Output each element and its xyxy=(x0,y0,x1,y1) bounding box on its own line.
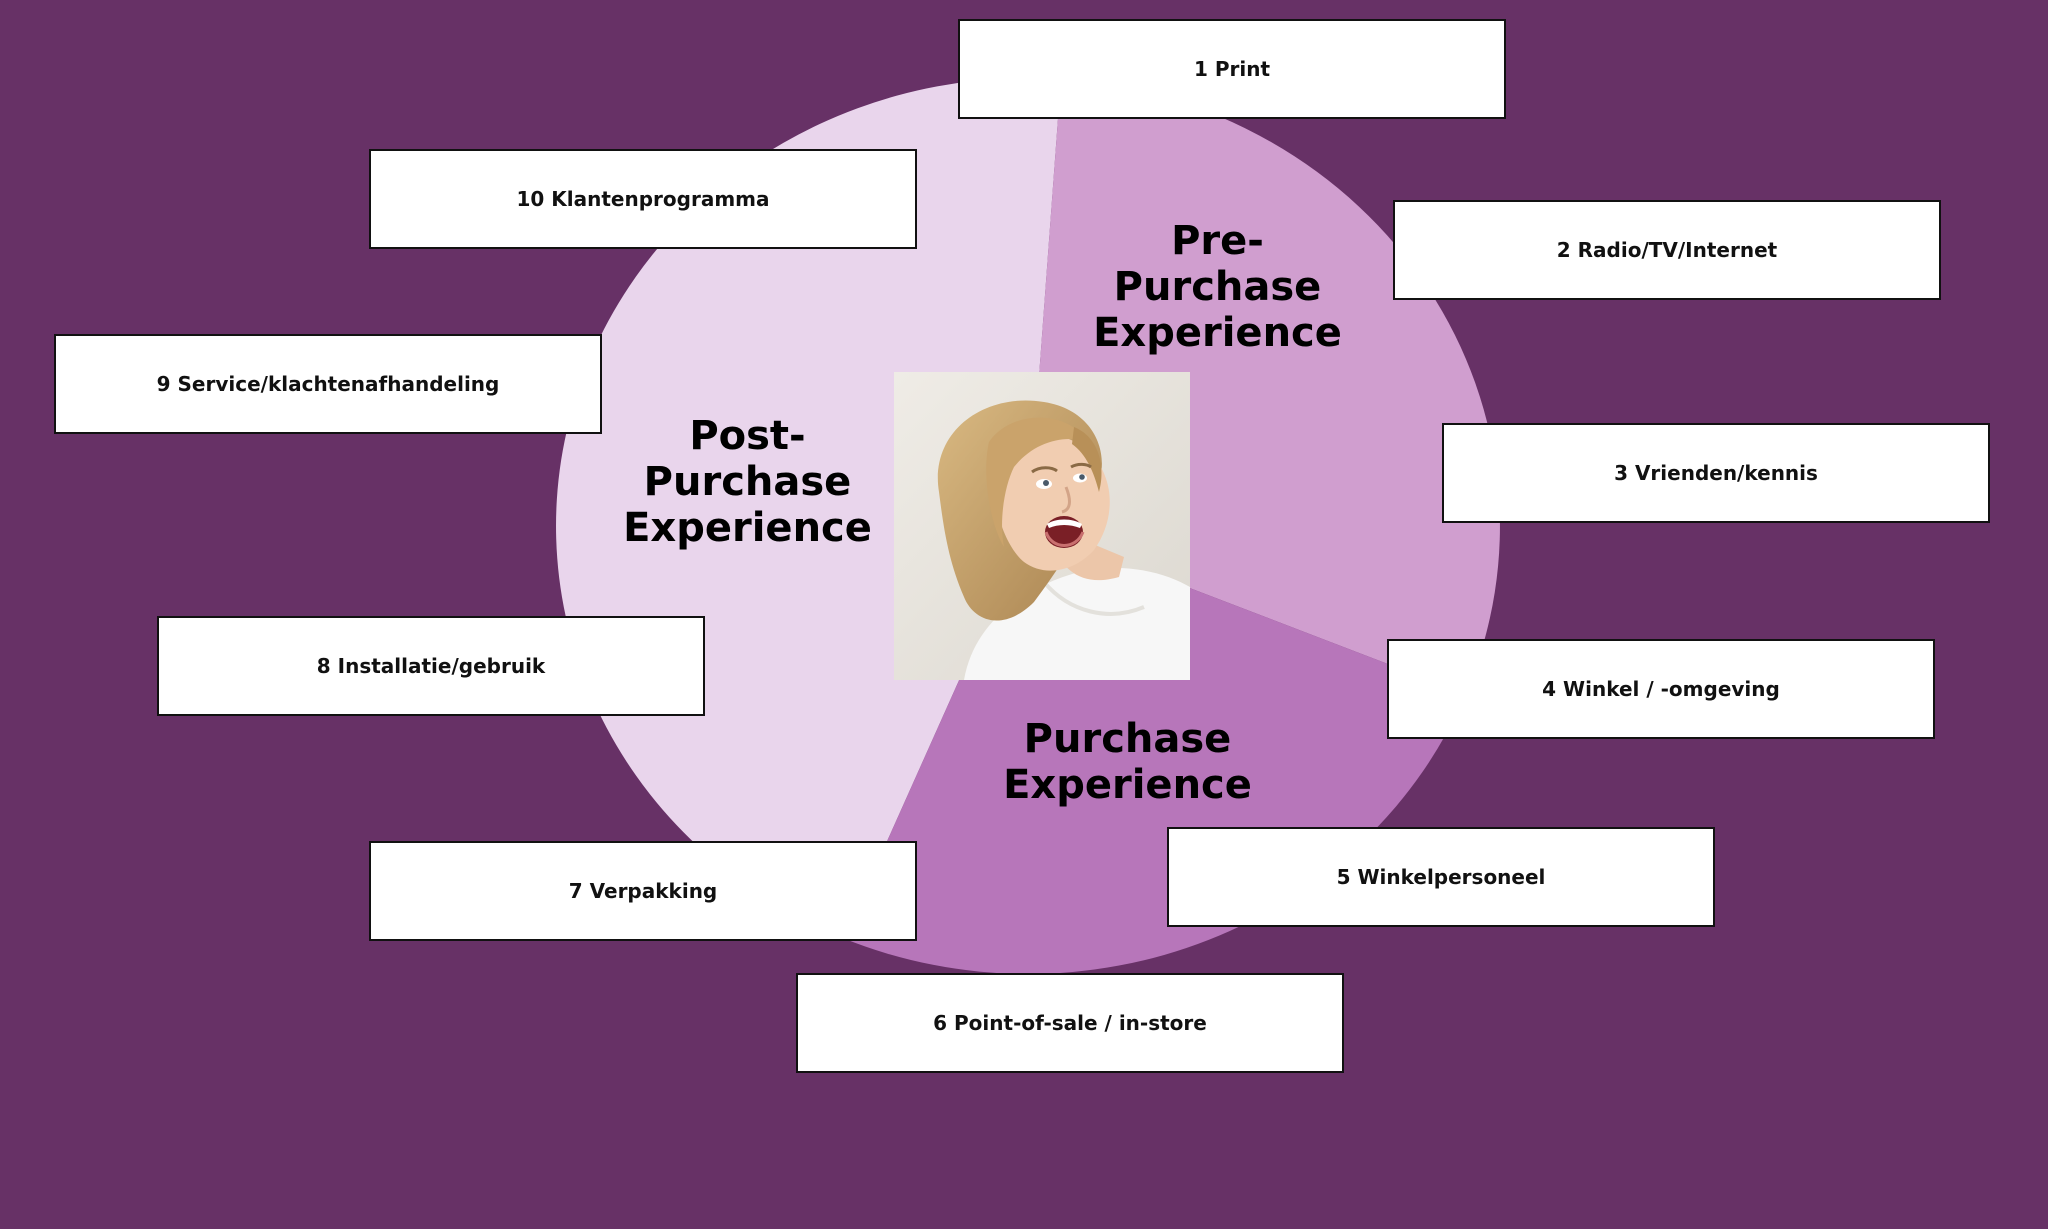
touchpoint-winkelpersoneel: 5 Winkelpersoneel xyxy=(1167,827,1715,927)
touchpoint-vrienden-kennis: 3 Vrienden/kennis xyxy=(1442,423,1990,523)
touchpoint-installatie-gebruik: 8 Installatie/gebruik xyxy=(157,616,705,716)
touchpoint-point-of-sale: 6 Point-of-sale / in-store xyxy=(796,973,1344,1073)
pie-segment-post-purchase xyxy=(556,78,1061,939)
touchpoint-verpakking: 7 Verpakking xyxy=(369,841,917,941)
touchpoint-klantenprogramma: 10 Klantenprogramma xyxy=(369,149,917,249)
excited-woman-photo xyxy=(894,372,1190,680)
pre-purchase-label: Pre- Purchase Experience xyxy=(1093,218,1342,356)
touchpoint-radio-tv-internet: 2 Radio/TV/Internet xyxy=(1393,200,1941,300)
purchase-label: Purchase Experience xyxy=(1003,716,1252,808)
touchpoint-service-klachtenafhandeling: 9 Service/klachtenafhandeling xyxy=(54,334,602,434)
touchpoint-print: 1 Print xyxy=(958,19,1506,119)
post-purchase-label: Post- Purchase Experience xyxy=(623,413,872,551)
touchpoint-winkel-omgeving: 4 Winkel / -omgeving xyxy=(1387,639,1935,739)
